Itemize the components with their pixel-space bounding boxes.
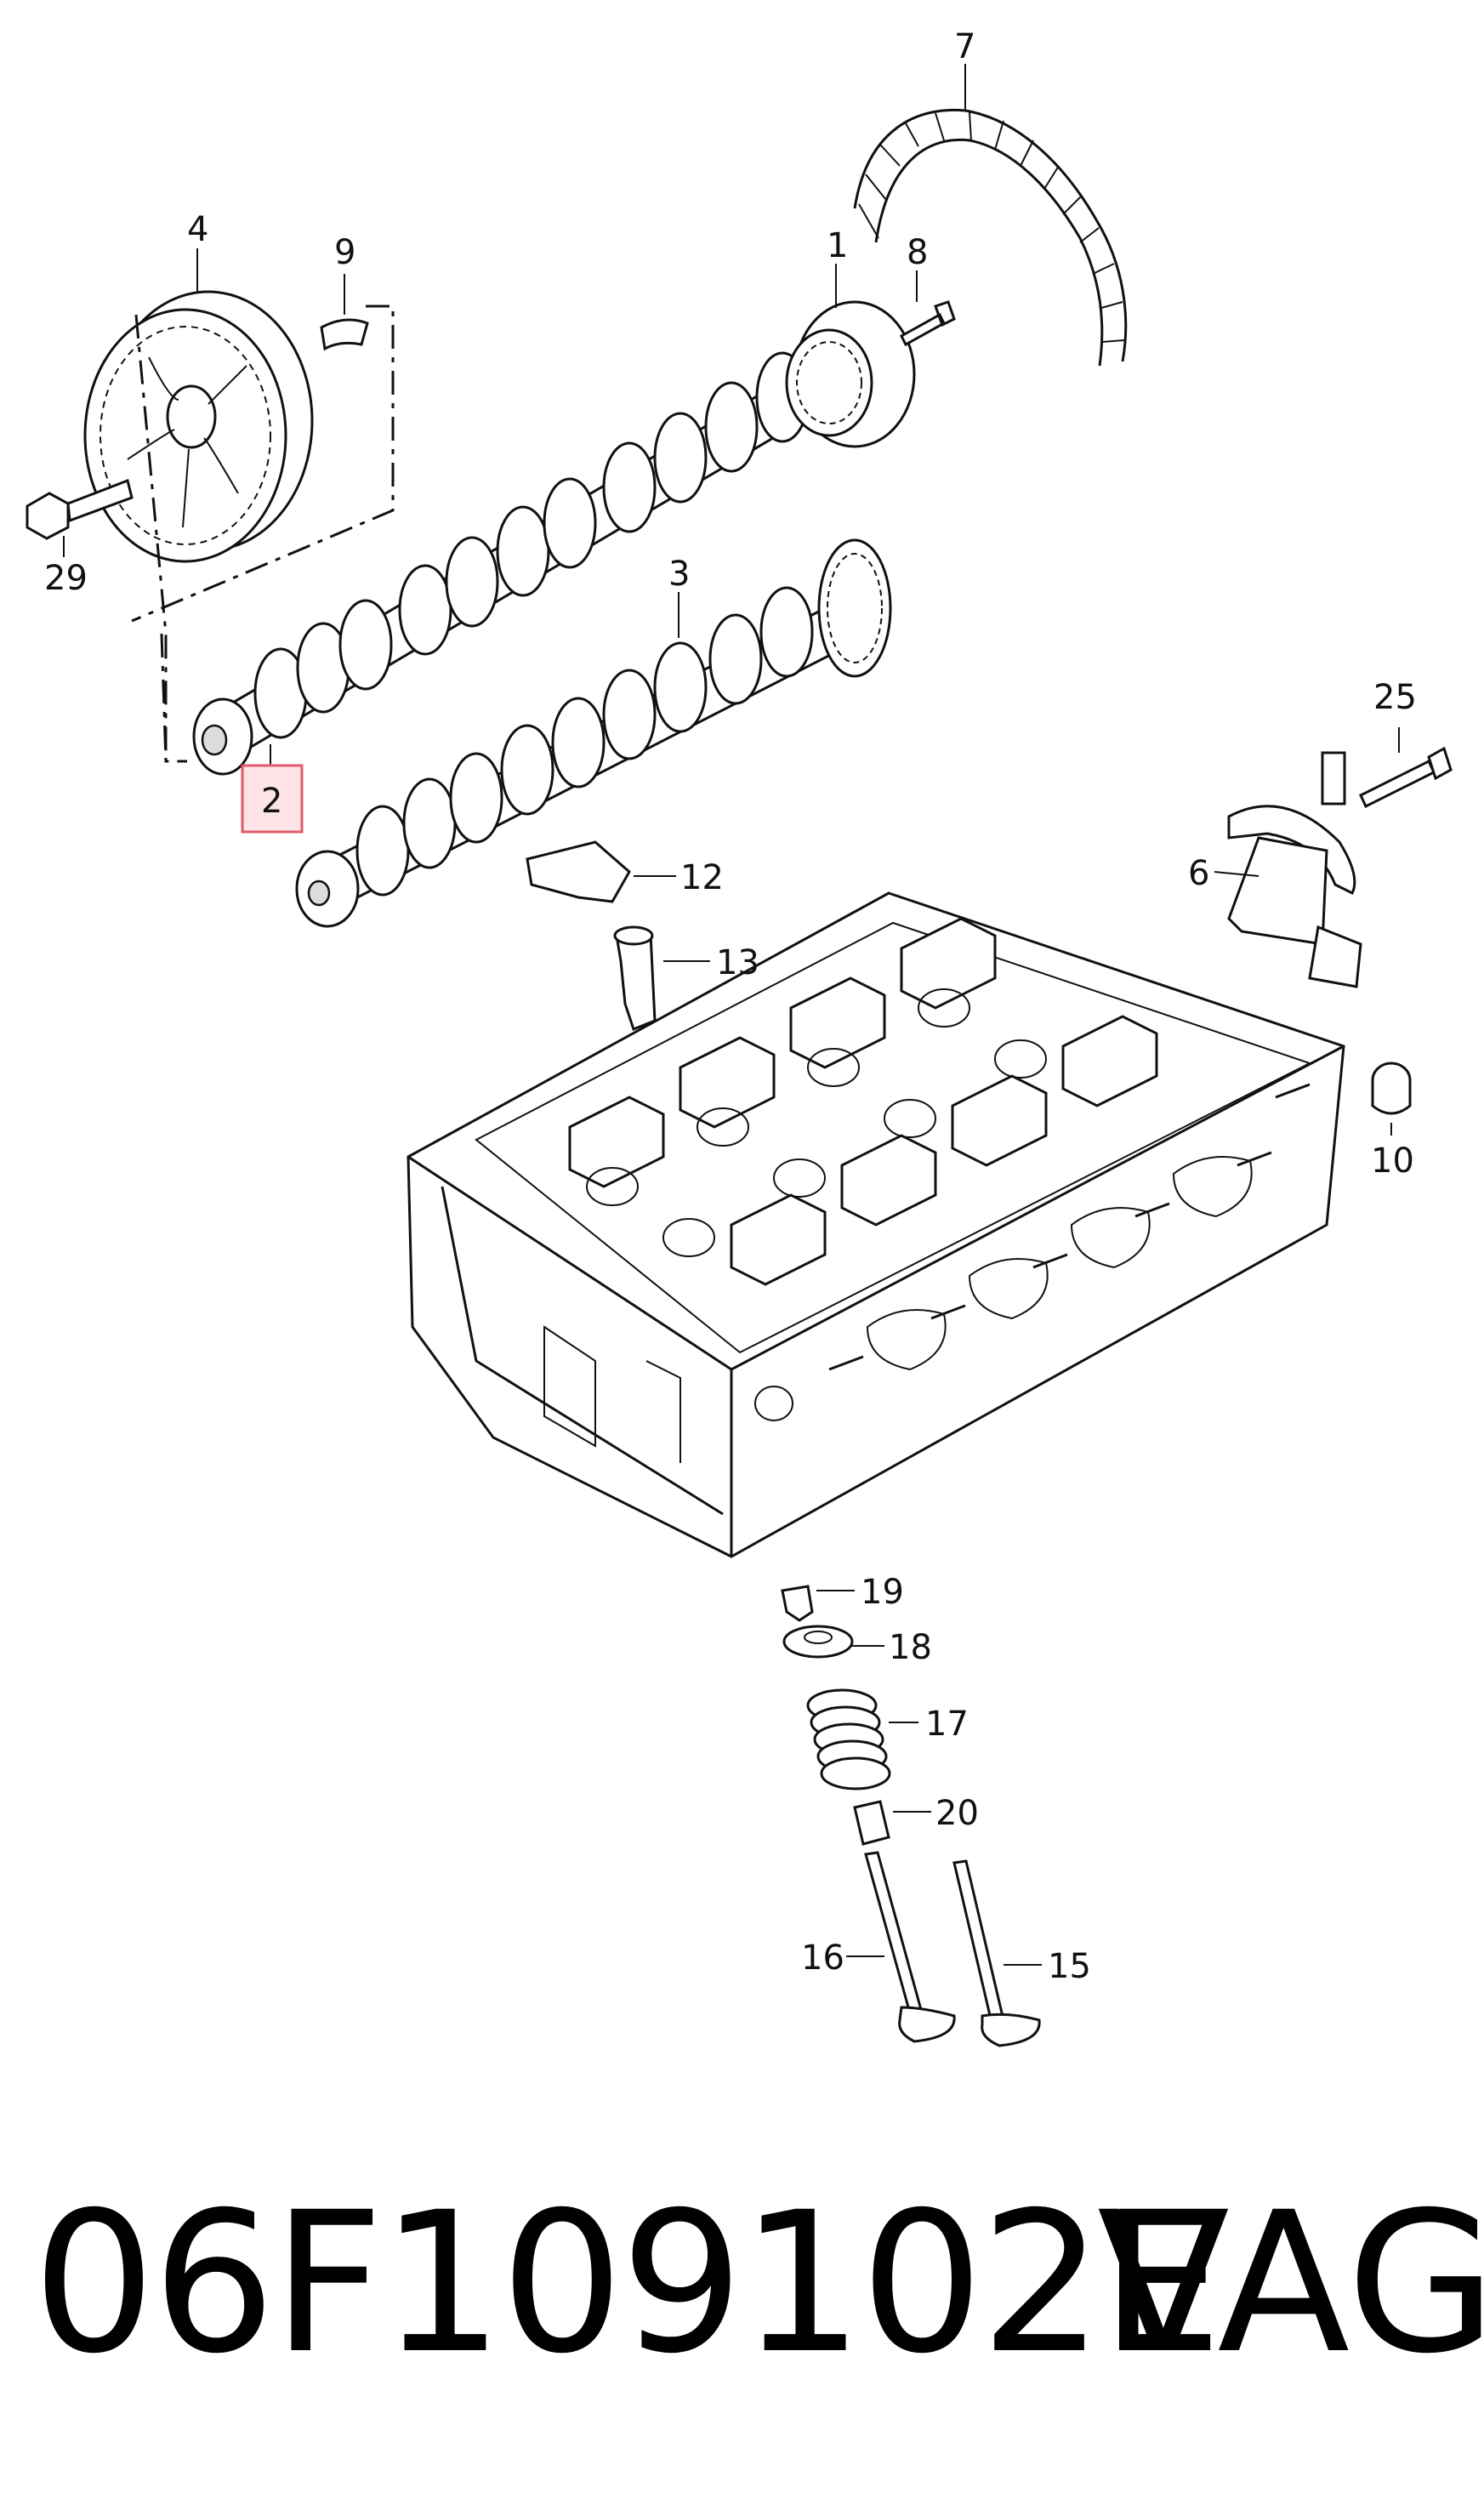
bolt-25: [1321, 746, 1453, 809]
callout-12: 12: [680, 858, 724, 897]
callout-4: 4: [187, 210, 208, 249]
callout-18: 18: [889, 1628, 932, 1667]
valve-keeper-19: [781, 1585, 814, 1622]
callout-19: 19: [861, 1573, 904, 1612]
hydraulic-lifter-13: [613, 925, 657, 1031]
spring-retainer-18: [782, 1625, 854, 1659]
bolt-8: [900, 300, 956, 347]
callout-6: 6: [1188, 854, 1209, 893]
valve-stem-seal-20: [853, 1800, 890, 1846]
callout-8: 8: [907, 233, 928, 272]
key-9: [320, 318, 369, 351]
camshaft-3: [295, 538, 892, 928]
brand-name: VAG: [1097, 2170, 1484, 2396]
callout-20: 20: [935, 1794, 979, 1833]
callout-2: 2: [261, 782, 282, 821]
leader-lines: [63, 64, 1400, 1966]
camshaft-sprocket: [83, 290, 314, 563]
callout-13: 13: [716, 943, 759, 982]
rocker-arm-12: [526, 840, 631, 903]
callout-10: 10: [1371, 1141, 1414, 1181]
callout-25: 25: [1373, 678, 1417, 717]
callout-7: 7: [954, 27, 975, 66]
callout-17: 17: [925, 1705, 969, 1744]
part-number: 06F109102E: [32, 2170, 1223, 2396]
assembly-dashed-line: [131, 305, 395, 763]
callout-16: 16: [801, 1938, 844, 1978]
bolt-29: [26, 478, 134, 540]
highlight-box: [241, 764, 304, 834]
callout-1: 1: [827, 226, 848, 265]
intake-valve-16: [864, 1851, 956, 2043]
callout-labels: 7 1 8 4 9 29 3 2 25 6 12 13 10 19 18 17 …: [44, 27, 1417, 1986]
callout-9: 9: [334, 233, 355, 272]
chain-tensioner-6: [1227, 805, 1362, 988]
timing-chain: [853, 108, 1128, 367]
valve-spring-17: [806, 1688, 891, 1790]
callout-29: 29: [44, 559, 88, 598]
plug-10: [1371, 1062, 1412, 1115]
cylinder-head: [407, 891, 1345, 1558]
callout-15: 15: [1048, 1947, 1091, 1986]
exhaust-valve-15: [952, 1859, 1041, 2047]
exploded-parts-diagram: 7 1 8 4 9 29 3 2 25 6 12 13 10 19 18 17 …: [26, 27, 1453, 2047]
camshaft-2: [192, 300, 916, 776]
callout-3: 3: [668, 555, 690, 594]
